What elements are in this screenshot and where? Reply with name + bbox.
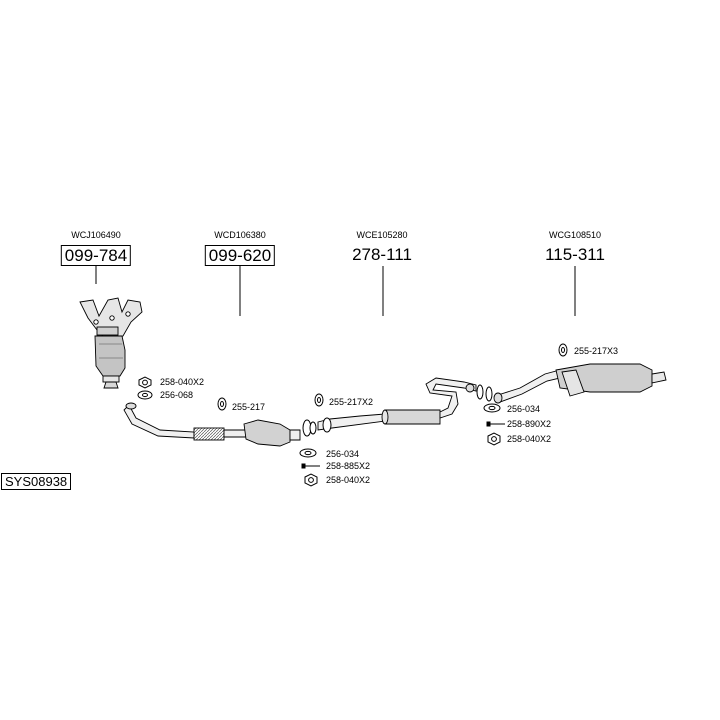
front-pipe-part	[123, 402, 301, 447]
gasket-icon	[299, 448, 317, 458]
fitting-label[interactable]: 256-034	[507, 404, 541, 414]
bolt-icon	[486, 421, 505, 427]
fitting-label[interactable]: 255-217X2	[329, 397, 374, 407]
gasket-icon	[483, 403, 501, 413]
gasket-icon	[137, 390, 153, 400]
fitting-label[interactable]: 255-217	[232, 402, 266, 412]
ref-code-rear-silencer: WCG108510	[548, 230, 602, 240]
nut-icon	[138, 376, 152, 389]
leader-lines	[95, 266, 576, 316]
nut-icon	[304, 473, 318, 487]
fitting-label[interactable]: 258-040X2	[326, 475, 371, 485]
joint-hardware-icon	[302, 384, 493, 437]
nut-icon	[487, 432, 501, 446]
fitting-label[interactable]: 258-890X2	[507, 419, 552, 429]
ref-code-center-silencer: WCE105280	[356, 230, 408, 240]
ref-code-front-pipe: WCD106380	[214, 230, 266, 240]
fitting-label[interactable]: 256-034	[326, 449, 360, 459]
bolt-icon	[301, 463, 320, 469]
part-number-rear-silencer[interactable]: 115-311	[545, 245, 605, 264]
part-number-center-silencer[interactable]: 278-111	[352, 245, 412, 264]
fitting-label[interactable]: 258-040X2	[507, 434, 552, 444]
fitting-label[interactable]: 258-040X2	[160, 377, 205, 387]
rear-silencer-part	[493, 363, 667, 404]
fitting-label[interactable]: 256-068	[160, 390, 194, 400]
center-silencer-part	[317, 377, 477, 431]
part-number-manifold[interactable]: 099-784	[60, 245, 132, 266]
ref-code-manifold: WCJ106490	[71, 230, 121, 240]
fitting-label[interactable]: 258-885X2	[326, 461, 371, 471]
rubber-mount-icon	[558, 343, 568, 357]
part-number-front-pipe[interactable]: 099-620	[204, 245, 276, 266]
rubber-mount-icon	[217, 397, 227, 411]
rubber-mount-icon	[314, 393, 324, 407]
exhaust-manifold-part	[79, 297, 143, 389]
system-code-label: SYS08938	[1, 473, 72, 490]
fitting-label[interactable]: 255-217X3	[574, 346, 619, 356]
